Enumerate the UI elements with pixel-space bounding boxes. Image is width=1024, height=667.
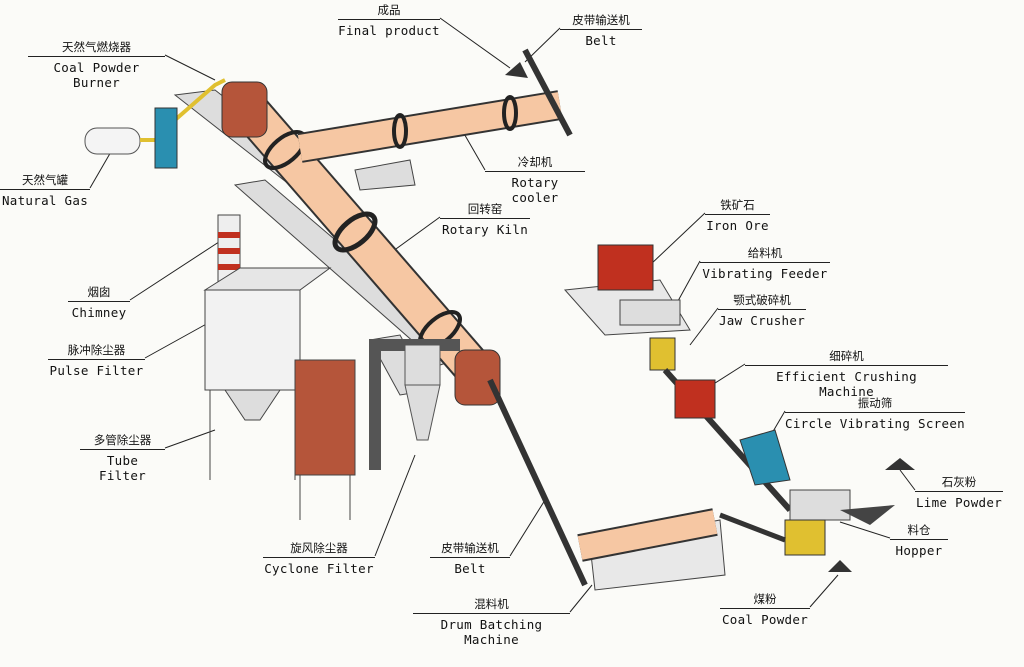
label-cn: 皮带输送机 <box>560 13 642 30</box>
label-cn: 成品 <box>338 3 440 20</box>
label-cn: 皮带输送机 <box>430 541 510 558</box>
label-en: Coal Powder <box>721 612 809 627</box>
rotary-kiln <box>221 81 501 406</box>
label-natural-gas: 天然气罐 Natural Gas <box>0 173 90 208</box>
label-en: Natural Gas <box>1 193 89 208</box>
label-en: Tube Filter <box>99 453 146 483</box>
bottom-belt <box>487 378 588 587</box>
label-en: Iron Ore <box>706 218 769 233</box>
label-en: Belt <box>454 561 486 576</box>
label-cn: 回转窑 <box>440 202 530 219</box>
label-cn: 天然气燃烧器 <box>28 40 165 57</box>
label-cn: 煤粉 <box>720 592 810 609</box>
label-cn: 多管除尘器 <box>80 433 165 450</box>
label-vibrating-screen: 振动筛 Circle Vibrating Screen <box>785 396 965 431</box>
label-drum-batching: 混料机 Drum Batching Machine <box>413 597 570 647</box>
cyclone-filter <box>369 339 460 470</box>
label-rotary-cooler: 冷却机 Rotary cooler <box>485 155 585 205</box>
label-pulse-filter: 脉冲除尘器 Pulse Filter <box>48 343 145 378</box>
label-en: Coal Powder Burner <box>53 60 140 90</box>
label-efficient-crusher: 细碎机 Efficient Crushing Machine <box>745 349 948 399</box>
label-cn: 振动筛 <box>785 396 965 413</box>
label-en: Drum Batching Machine <box>440 617 543 647</box>
label-en: Cyclone Filter <box>264 561 374 576</box>
label-coal-powder: 煤粉 Coal Powder <box>720 592 810 627</box>
label-rotary-kiln: 回转窑 Rotary Kiln <box>440 202 530 237</box>
label-cyclone-filter: 旋风除尘器 Cyclone Filter <box>263 541 375 576</box>
label-cn: 混料机 <box>413 597 570 614</box>
label-hopper: 料仓 Hopper <box>890 523 948 558</box>
label-cn: 脉冲除尘器 <box>48 343 145 360</box>
label-en: Lime Powder <box>915 495 1003 510</box>
label-cn: 铁矿石 <box>705 198 770 215</box>
label-en: Belt <box>585 33 617 48</box>
label-cn: 天然气罐 <box>0 173 90 190</box>
drum-batching-machine <box>577 508 726 591</box>
label-en: Vibrating Feeder <box>702 266 828 281</box>
label-en: Chimney <box>71 305 127 320</box>
label-en: Pulse Filter <box>49 363 144 378</box>
label-tube-filter: 多管除尘器 Tube Filter <box>80 433 165 483</box>
label-en: Circle Vibrating Screen <box>785 416 965 431</box>
label-burner: 天然气燃烧器 Coal Powder Burner <box>28 40 165 90</box>
label-cn: 颚式破碎机 <box>718 293 806 310</box>
label-en: Efficient Crushing Machine <box>776 369 917 399</box>
top-belt <box>505 48 573 137</box>
label-en: Rotary cooler <box>511 175 559 205</box>
label-cn: 冷却机 <box>485 155 585 172</box>
label-vibrating-feeder: 给料机 Vibrating Feeder <box>700 246 830 281</box>
label-cn: 料仓 <box>890 523 948 540</box>
label-belt-bottom: 皮带输送机 Belt <box>430 541 510 576</box>
label-en: Hopper <box>895 543 943 558</box>
rotary-cooler <box>297 90 563 191</box>
label-final-product: 成品 Final product <box>338 3 440 38</box>
label-en: Final product <box>338 23 440 38</box>
label-lime-powder: 石灰粉 Lime Powder <box>915 475 1003 510</box>
label-jaw-crusher: 颚式破碎机 Jaw Crusher <box>718 293 806 328</box>
crushing-line <box>563 244 915 572</box>
label-en: Rotary Kiln <box>441 222 529 237</box>
label-belt-top: 皮带输送机 Belt <box>560 13 642 48</box>
label-cn: 石灰粉 <box>915 475 1003 492</box>
label-cn: 烟囱 <box>68 285 130 302</box>
gas-tank <box>84 78 226 169</box>
label-cn: 细碎机 <box>745 349 948 366</box>
tube-filter <box>294 359 356 520</box>
label-iron-ore: 铁矿石 Iron Ore <box>705 198 770 233</box>
label-en: Jaw Crusher <box>718 313 806 328</box>
label-cn: 给料机 <box>700 246 830 263</box>
label-cn: 旋风除尘器 <box>263 541 375 558</box>
label-chimney: 烟囱 Chimney <box>68 285 130 320</box>
